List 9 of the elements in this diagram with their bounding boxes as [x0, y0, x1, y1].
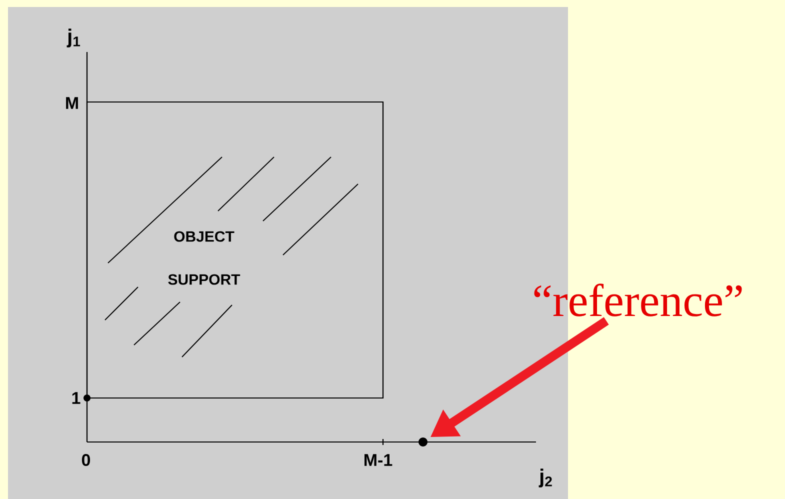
- tick-label: M-1: [364, 454, 392, 466]
- tick-label: M: [66, 97, 78, 109]
- axis-label: j$_{1}$: [66, 28, 80, 48]
- point-marker: [418, 438, 428, 446]
- tick-label: 0: [82, 454, 90, 466]
- callout-text: “reference”: [534, 284, 742, 316]
- object-support-box: OBJECT SUPPORT: [86, 101, 384, 399]
- axis-label: j$_{2}$: [538, 468, 552, 488]
- tick-label: 1: [72, 392, 80, 404]
